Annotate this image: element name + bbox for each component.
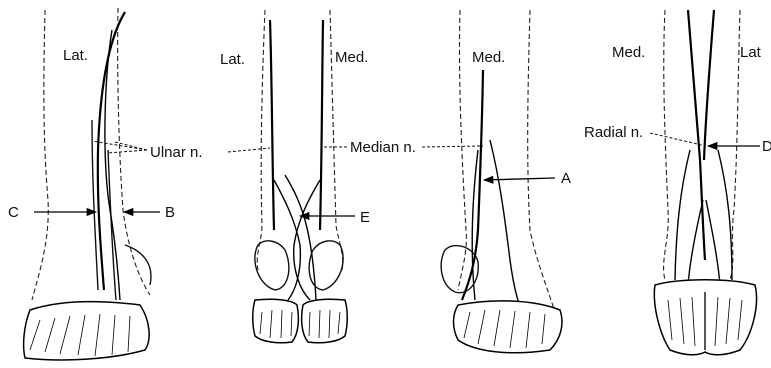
- label-c: C: [8, 204, 19, 221]
- arrow-e: E: [300, 209, 370, 226]
- label-b: B: [165, 204, 175, 221]
- label-lat-2: Lat.: [220, 51, 245, 68]
- label-a: A: [561, 170, 571, 187]
- label-radial-nerve: Radial n.: [584, 124, 643, 141]
- limb-palmar-view: [654, 10, 756, 355]
- label-med-2: Med.: [335, 49, 368, 66]
- limb-front-view: [253, 10, 348, 343]
- label-lat-1: Lat.: [63, 47, 88, 64]
- label-d: D: [762, 138, 771, 155]
- label-e: E: [360, 209, 370, 226]
- label-ulnar-nerve: Ulnar n.: [150, 144, 203, 161]
- radial-nerve-callout: Radial n.: [584, 124, 706, 146]
- arrow-c: C: [8, 204, 96, 221]
- ulnar-nerve-callout: Ulnar n.: [92, 141, 270, 161]
- label-lat-4: Lat: [740, 44, 762, 61]
- label-med-4: Med.: [612, 44, 645, 61]
- label-med-3: Med.: [472, 49, 505, 66]
- arrow-d: D: [708, 138, 771, 155]
- arrow-b: B: [124, 204, 175, 221]
- label-median-nerve: Median n.: [350, 139, 416, 156]
- median-nerve-callout: Median n.: [322, 139, 483, 156]
